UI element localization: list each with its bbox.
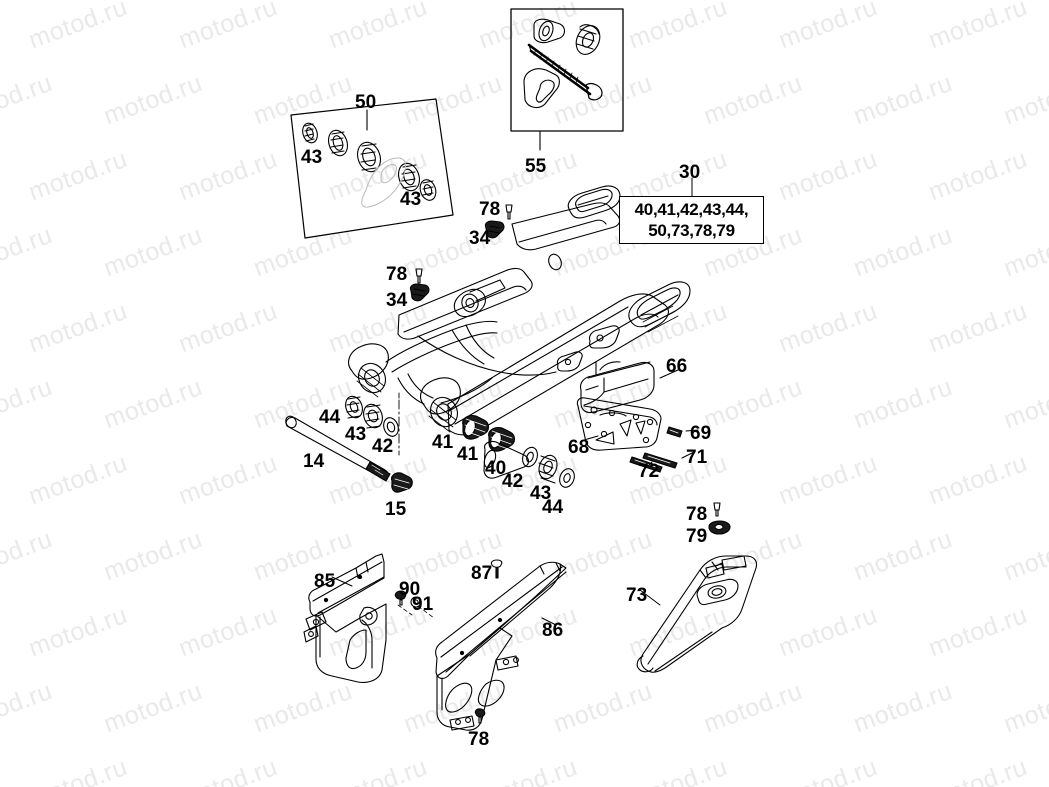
part-55-adjuster-kit-box (510, 8, 624, 151)
part-label-43: 43 (345, 424, 367, 445)
callout-box-30: 40,41,42,43,44, 50,73,78,79 (619, 196, 764, 244)
part-label-44: 44 (542, 497, 564, 518)
part-78-screw-b (415, 268, 423, 284)
part-50-rings (302, 122, 437, 201)
part-78-screw-c (713, 502, 721, 517)
part-73-chain-slider (636, 555, 758, 673)
part-label-78: 78 (468, 729, 490, 750)
part-label-85: 85 (314, 571, 336, 592)
part-label-15: 15 (385, 499, 407, 520)
part-79-collar-nut (708, 520, 731, 535)
part-label-42: 42 (372, 436, 394, 457)
part-label-86: 86 (542, 620, 564, 641)
left-bearing-stack (345, 392, 400, 456)
part-label-78: 78 (686, 504, 708, 525)
part-label-43: 43 (301, 147, 323, 168)
part-50-bearing-kit-box (290, 98, 454, 239)
part-label-41: 41 (457, 444, 479, 465)
part-label-79: 79 (686, 526, 708, 547)
part-label-90: 90 (399, 579, 421, 600)
part-label-91: 91 (412, 594, 434, 615)
part-label-43: 43 (530, 483, 552, 504)
leader-lines (331, 177, 699, 626)
part-87-screw (490, 559, 503, 579)
right-bearing-stack (462, 415, 575, 488)
part-34-clamp-a (484, 220, 505, 239)
part-label-14: 14 (303, 451, 325, 472)
part-71-screw (642, 452, 678, 469)
part-90-screw (394, 590, 407, 606)
part-69-screw (666, 426, 683, 438)
part-15-nut (391, 472, 413, 493)
part-label-72: 72 (638, 461, 660, 482)
part-label-87: 87 (471, 563, 493, 584)
part-label-73: 73 (626, 585, 648, 606)
part-78-screw-a (505, 204, 513, 220)
part-68-chain-guide-bracket (576, 397, 662, 451)
part-14-pivot-bolt (285, 415, 391, 482)
part-label-71: 71 (686, 447, 708, 468)
part-label-34: 34 (386, 290, 408, 311)
part-label-43: 43 (400, 189, 422, 210)
part-91-washer (397, 596, 435, 619)
part-label-68: 68 (568, 437, 590, 458)
part-label-44: 44 (319, 407, 341, 428)
part-label-41: 41 (432, 432, 454, 453)
part-label-42: 42 (502, 471, 524, 492)
part-label-78: 78 (479, 199, 501, 220)
part-label-50: 50 (355, 92, 377, 113)
part-label-66: 66 (666, 356, 688, 377)
part-label-34: 34 (469, 228, 491, 249)
part-78-screw-d (474, 708, 486, 724)
part-label-69: 69 (690, 423, 712, 444)
part-72-screw (629, 456, 663, 473)
part-label-40: 40 (485, 458, 507, 479)
part-label-30: 30 (679, 162, 701, 183)
part-66-chain-guide-block (580, 361, 655, 414)
part-30-swingarm (348, 185, 691, 436)
part-85-chain-guard (303, 553, 387, 683)
part-label-78: 78 (386, 264, 408, 285)
part-34-clamp-b (409, 283, 430, 302)
callout-line-2: 50,73,78,79 (648, 221, 735, 240)
callout-line-1: 40,41,42,43,44, (634, 200, 749, 219)
part-label-55: 55 (525, 156, 547, 177)
part-86-disc-guard (435, 561, 567, 731)
